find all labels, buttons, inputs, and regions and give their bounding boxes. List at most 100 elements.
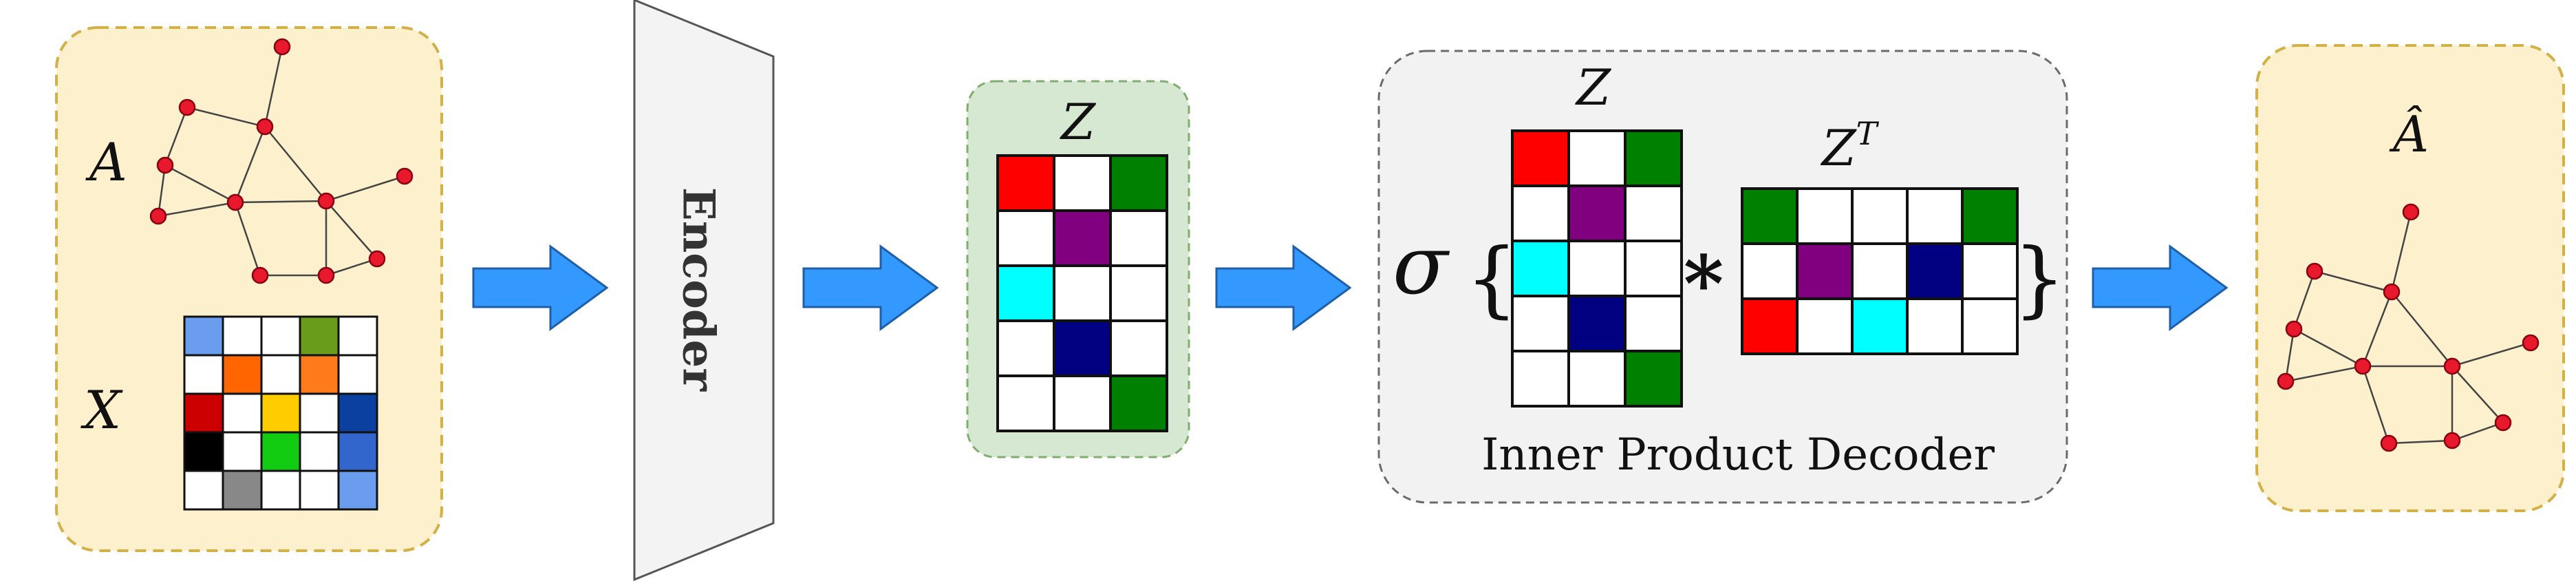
matrix-cell [1567, 184, 1627, 242]
matrix-cell [299, 469, 340, 511]
matrix-cell [183, 431, 224, 472]
matrix-cell [996, 209, 1055, 267]
matrix-cell [260, 392, 301, 434]
input-graph-nodes [149, 38, 414, 284]
graph-node [256, 118, 274, 136]
matrix-cell [1961, 187, 2019, 245]
matrix-cell [1109, 319, 1168, 377]
graph-node [2383, 283, 2401, 301]
matrix-cell [1567, 295, 1627, 352]
matrix-cell [996, 374, 1055, 432]
decoder-zt-label: ZT [1821, 115, 1880, 177]
matrix-cell [299, 315, 340, 357]
decoder-caption: Inner Product Decoder [1481, 430, 1995, 480]
matrix-cell [1741, 187, 1799, 245]
matrix-cell [996, 264, 1055, 322]
matrix-cell [1624, 184, 1683, 242]
graph-node [317, 192, 335, 210]
zt-base: Z [1821, 119, 1858, 177]
graph-node [2494, 414, 2512, 432]
matrix-cell [1053, 374, 1112, 432]
matrix-cell [1741, 297, 1799, 355]
matrix-cell [1109, 374, 1168, 432]
matrix-cell [260, 431, 301, 472]
matrix-cell [1961, 297, 2019, 355]
graph-node [156, 156, 174, 174]
matrix-cell [1053, 264, 1112, 322]
output-graph [2284, 211, 2531, 445]
output-graph-nodes [2277, 203, 2540, 452]
arrow-3 [1215, 244, 1352, 331]
matrix-cell [1796, 187, 1854, 245]
matrix-cell [299, 431, 340, 472]
matrix-cell [1906, 297, 1964, 355]
matrix-cell [996, 319, 1055, 377]
matrix-cell [337, 392, 378, 434]
arrow-2 [802, 244, 939, 331]
matrix-cell [260, 354, 301, 395]
matrix-cell [1511, 350, 1570, 408]
matrix-cell [1741, 242, 1799, 300]
decoder-panel: Z ZT σ { * } Inner Product Decoder [1377, 50, 2068, 504]
matrix-cell [1511, 240, 1570, 297]
arrow-4 [2092, 244, 2229, 331]
left-brace: { [1466, 231, 1518, 327]
input-graph [157, 46, 405, 277]
graph-node [273, 38, 291, 56]
matrix-cell [1567, 129, 1627, 187]
latent-panel: Z [966, 80, 1190, 458]
matrix-cell [337, 431, 378, 472]
matrix-cell [1851, 297, 1909, 355]
matrix-cell [1109, 154, 1168, 212]
graph-node [2522, 334, 2540, 352]
matrix-cell [996, 154, 1055, 212]
output-panel: Â [2255, 44, 2565, 512]
matrix-cell [1961, 242, 2019, 300]
matrix-cell [1053, 154, 1112, 212]
matrix-cell [337, 354, 378, 395]
matrix-cell [1511, 295, 1570, 352]
matrix-cell [1567, 240, 1627, 297]
matrix-cell [1851, 242, 1909, 300]
matrix-cell [1624, 295, 1683, 352]
matrix-cell [1796, 242, 1854, 300]
matrix-cell [1053, 209, 1112, 267]
matrix-cell [1851, 187, 1909, 245]
matrix-cell [1053, 319, 1112, 377]
matrix-cell [222, 469, 263, 511]
matrix-cell [299, 354, 340, 395]
right-brace: } [2013, 231, 2065, 327]
matrix-cell [260, 469, 301, 511]
matrix-cell [1624, 240, 1683, 297]
graph-node [2285, 320, 2303, 338]
graph-node [251, 266, 269, 284]
feature-label: X [80, 379, 123, 441]
matrix-cell [299, 392, 340, 434]
zt-superscript: T [1856, 115, 1880, 152]
matrix-cell [1511, 184, 1570, 242]
matrix-cell [1109, 209, 1168, 267]
matrix-cell [183, 354, 224, 395]
feature-matrix [183, 315, 378, 511]
matrix-cell [1109, 264, 1168, 322]
matrix-cell [1511, 129, 1570, 187]
input-panel: A [55, 26, 443, 552]
matrix-cell [183, 315, 224, 357]
adjacency-label: A [85, 131, 127, 193]
matrix-cell [1567, 350, 1627, 408]
graph-node [2306, 262, 2323, 280]
matrix-cell [260, 315, 301, 357]
encoder-trapezoid [633, 0, 775, 581]
encoder-label: Encoder [673, 187, 724, 392]
matrix-cell [337, 469, 378, 511]
matrix-cell [183, 469, 224, 511]
graph-node [317, 266, 335, 284]
latent-matrix [996, 154, 1168, 432]
matrix-cell [222, 315, 263, 357]
decoder-z-label: Z [1575, 59, 1612, 116]
matrix-cell [1906, 242, 1964, 300]
graph-node [2380, 434, 2398, 452]
sigma-symbol: σ [1393, 218, 1450, 313]
output-panel-box [2255, 44, 2565, 512]
